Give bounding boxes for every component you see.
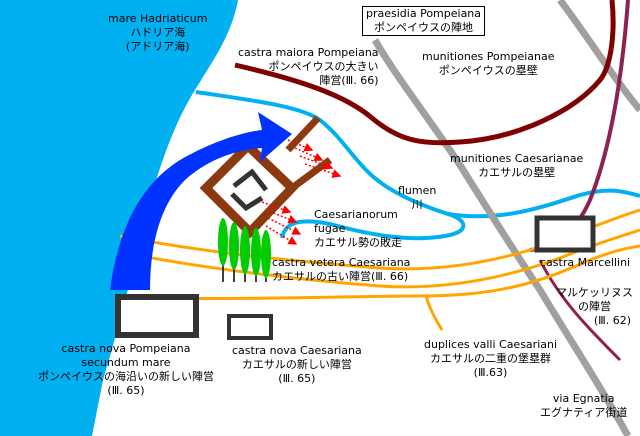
label-castra-marcellini: castra Marcellini [540, 256, 630, 270]
label-fugae-latin: Caesarianorum [314, 208, 398, 221]
castra-nova-caesariana-camp [227, 314, 273, 340]
label-munitiones-pompeianae: munitiones Pompeianae ポンペイウスの塁壁 [422, 50, 555, 78]
label-duplices-latin: duplices valli Caesariani [424, 338, 558, 351]
label-castra-nova-pompeiana-latin: castra nova Pompeiana [61, 342, 191, 355]
label-castra-nova-pompeiana-latin2: secundum mare [81, 356, 171, 369]
label-via-egnatia-japanese: エグナティア街道 [540, 406, 628, 419]
label-castra-maiora-japanese2: 陣営(Ⅲ. 66) [319, 74, 379, 87]
label-duplices-ref: (Ⅲ.63) [473, 366, 508, 379]
label-munitiones-pompeianae-latin: munitiones Pompeianae [422, 50, 555, 63]
label-castra-maiora-latin: castra maiora Pompeiana [238, 46, 379, 59]
label-flumen-latin: flumen [398, 184, 437, 197]
label-mare-japanese: ハドリア海 [130, 26, 186, 39]
assault-arrows [261, 139, 342, 245]
label-mare-latin: mare Hadriaticum [108, 12, 208, 25]
sea-area [0, 0, 238, 436]
label-castra-nova-caesariana: castra nova Caesariana カエサルの新しい陣営 (Ⅲ. 65… [232, 344, 362, 386]
road-diagonal [371, 38, 632, 436]
label-praesidia-japanese: ポンペイウスの陣地 [374, 21, 474, 34]
label-via-egnatia: via Egnatia エグナティア街道 [540, 392, 627, 420]
pompeian-fortification-line [234, 0, 616, 146]
label-via-egnatia-latin: via Egnatia [552, 392, 615, 405]
label-flumen-japanese: 川 [411, 198, 423, 211]
label-praesidia-pompeiana: praesidia Pompeiana ポンペイウスの陣地 [362, 6, 486, 36]
label-munitiones-pompeianae-japanese: ポンペイウスの塁壁 [438, 64, 538, 77]
label-castra-vetera-japanese: カエサルの古い陣営(Ⅲ. 66) [272, 270, 409, 283]
label-munitiones-caesarianae: munitiones Caesarianae カエサルの塁壁 [450, 152, 583, 180]
label-castra-maiora-japanese: ポンペイウスの大きい [268, 60, 379, 73]
label-marcellinus-japanese: マルケッリヌス [556, 286, 633, 299]
label-castra-vetera-latin: castra vetera Caesariana [272, 256, 411, 269]
label-mare-alt: (アドリア海) [125, 40, 190, 53]
label-castra-nova-pompeiana-ref: (Ⅲ. 65) [107, 384, 145, 397]
label-castra-nova-caesariana-japanese: カエサルの新しい陣営 [241, 358, 352, 371]
castra-nova-pompeiana-camp [115, 294, 199, 338]
label-munitiones-caesarianae-japanese: カエサルの塁壁 [478, 166, 556, 179]
label-castra-nova-caesariana-ref: (Ⅲ. 65) [278, 372, 316, 385]
castra-marcellini-camp [534, 215, 596, 253]
caesarian-wall-connector [424, 295, 444, 331]
label-flumen: flumen 川 [398, 184, 436, 212]
label-marcellinus-camp: マルケッリヌス の陣営 (Ⅲ. 62) [556, 286, 633, 328]
label-castra-maiora: castra maiora Pompeiana ポンペイウスの大きい 陣営(Ⅲ.… [238, 46, 379, 88]
label-castra-nova-pompeiana-japanese: ポンペイウスの海沿いの新しい陣営 [38, 370, 214, 383]
label-duplices-valli: duplices valli Caesariani カエサルの二重の堡塁群 (Ⅲ… [424, 338, 557, 380]
road-diagonal-2 [557, 0, 640, 113]
river-branch [447, 188, 640, 219]
castra-vetera-camp [199, 115, 333, 239]
label-mare-hadriaticum: mare Hadriaticum ハドリア海 (アドリア海) [108, 12, 207, 54]
label-duplices-japanese: カエサルの二重の堡塁群 [430, 352, 551, 365]
label-fugae-japanese: カエサル勢の敗走 [314, 236, 402, 249]
label-marcellinus-japanese2: の陣営 [578, 300, 611, 313]
trees [218, 218, 271, 282]
label-praesidia-latin: praesidia Pompeiana [366, 7, 482, 20]
caesarian-wall-south [149, 244, 640, 301]
label-fugae-latin2: fugae [314, 222, 346, 235]
retreat-arrow [110, 112, 292, 290]
label-marcellinus-ref: (Ⅲ. 62) [593, 314, 631, 327]
label-castra-nova-pompeiana: castra nova Pompeiana secundum mare ポンペイ… [38, 342, 214, 398]
via-egnatia-road-2 [538, 259, 622, 362]
label-castra-vetera: castra vetera Caesariana カエサルの古い陣営(Ⅲ. 66… [272, 256, 410, 284]
river [195, 90, 466, 241]
label-castra-nova-caesariana-latin: castra nova Caesariana [232, 344, 362, 357]
label-munitiones-caesarianae-latin: munitiones Caesarianae [450, 152, 584, 165]
label-castra-marcellini-latin: castra Marcellini [540, 256, 631, 269]
label-caesarianorum-fugae: Caesarianorum fugae カエサル勢の敗走 [314, 208, 402, 250]
